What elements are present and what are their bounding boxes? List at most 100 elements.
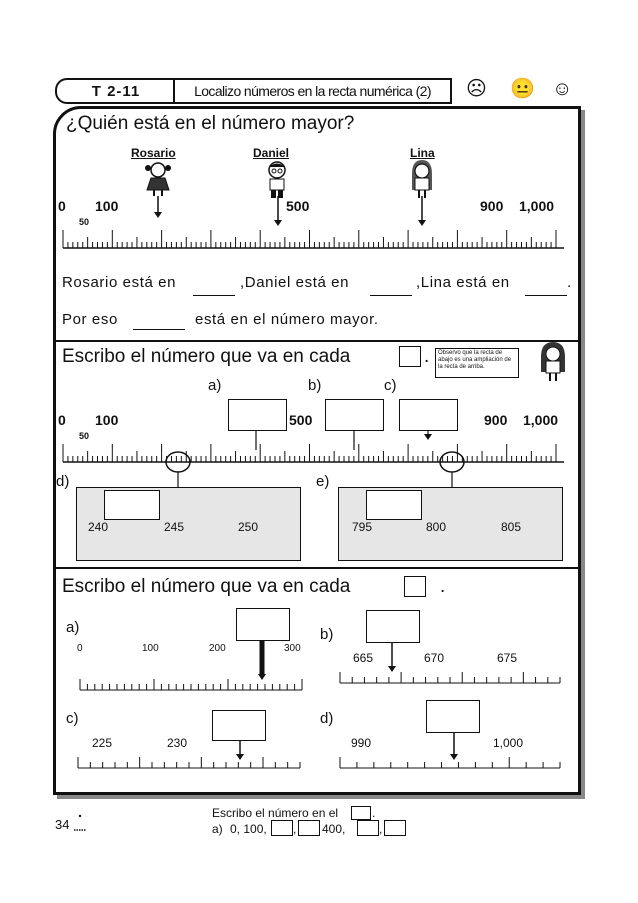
section-divider [53,567,578,569]
line-a-label-0: 0 [77,643,83,654]
arrow-head [418,220,426,226]
line-a-label-100: 100 [142,643,159,654]
label-500: 500 [286,198,310,214]
part-c: c) [384,377,397,394]
answer-box-3d[interactable] [426,700,480,733]
label-500: 500 [289,412,313,428]
zoom-e-label-795: 795 [352,520,373,534]
arrow-head [236,754,244,760]
line-b-label-675: 675 [497,651,518,665]
zoom-e-label-805: 805 [501,520,522,534]
part-a: a) [66,619,80,636]
section3-dot: . [440,576,446,597]
part-e: e) [316,473,330,490]
line-d-label-990: 990 [351,736,372,750]
page-number: 34 [55,817,70,832]
label-50: 50 [79,217,90,227]
label-100: 100 [95,412,119,428]
answer-blank-lina[interactable] [525,279,567,296]
arrow-head [450,754,458,760]
neutral-face-icon[interactable]: 😐 [510,78,535,100]
part-a: a) [208,377,222,394]
name-daniel: Daniel [253,146,290,160]
section2-dot: . [424,346,430,367]
footer-answer-box[interactable] [384,820,406,836]
sample-box [399,346,421,367]
sentence-mayor: está en el número mayor. [195,311,379,328]
name-lina: Lina [410,146,435,160]
arrow-head [258,674,266,680]
footer-comma: , [379,822,383,836]
footer-instruction: Escribo el número en el [212,806,339,820]
label-1000: 1,000 [523,412,559,428]
line-a-label-300: 300 [284,643,301,654]
answer-box-a[interactable] [228,399,287,431]
zoom-d-label-240: 240 [88,520,109,534]
sad-face-icon[interactable]: ☹ [466,78,487,100]
boy-daniel-icon [268,161,286,198]
label-0: 0 [58,198,66,214]
answer-box-c[interactable] [399,399,458,431]
line-b-label-665: 665 [353,651,374,665]
girl-note-icon [541,342,565,381]
part-d: d) [56,473,70,490]
zoom-e-label-800: 800 [426,520,447,534]
name-rosario: Rosario [131,146,176,160]
footer-comma: , [293,822,297,836]
sentence-por-eso: Por eso [62,311,118,328]
arrow-head [388,666,396,672]
part-d: d) [320,710,334,727]
line-c-label-230: 230 [167,736,188,750]
answer-box-d[interactable] [104,490,160,520]
footer-item-a-label: a) [212,822,223,836]
line-b-label-670: 670 [424,651,445,665]
line-d-label-1000: 1,000 [493,736,524,750]
zoom-d-label-245: 245 [164,520,185,534]
section3-title: Escribo el número que va en cada [62,576,351,597]
label-100: 100 [95,198,119,214]
label-900: 900 [480,198,504,214]
answer-blank-mayor[interactable] [133,313,185,330]
girl-lina-icon [412,160,432,198]
footer-answer-box[interactable] [357,820,379,836]
answer-blank-rosario[interactable] [193,279,235,296]
label-900: 900 [484,412,508,428]
footer-item-a-mid: 400, [322,822,346,836]
label-1000: 1,000 [519,198,555,214]
footer-sample-box [351,806,371,820]
answer-box-3a[interactable] [236,608,290,641]
lesson-code: T 2-11 [55,78,175,104]
answer-blank-daniel[interactable] [370,279,412,296]
girl-rosario-icon [145,162,171,196]
line-c-label-225: 225 [92,736,113,750]
question-title: ¿Quién está en el número mayor? [66,113,355,134]
lesson-title: Localizo números en la recta numérica (2… [173,78,452,104]
part-c: c) [66,710,79,727]
part-b: b) [320,626,334,643]
sentence-lina: ,Lina está en [416,274,510,291]
pencil-decoration-icon [74,814,86,831]
footer-answer-box[interactable] [298,820,320,836]
zoom-d-label-250: 250 [238,520,259,534]
section-divider [53,340,578,342]
sentence-rosario: Rosario está en [62,274,177,291]
footer-item-a-start: 0, 100, [230,822,267,836]
answer-box-e[interactable] [366,490,422,520]
worksheet-frame [53,106,581,795]
part-b: b) [308,377,322,394]
note-box: Observo que la recta de abajo es una amp… [435,348,519,378]
arrow-head [424,434,432,440]
arrow-head [154,212,162,218]
answer-box-3b[interactable] [366,610,420,643]
footer-instruction-end: . [372,806,376,820]
footer-answer-box[interactable] [271,820,293,836]
answer-box-3c[interactable] [212,710,266,741]
answer-box-b[interactable] [325,399,384,431]
section2-title: Escribo el número que va en cada [62,346,351,367]
label-0: 0 [58,412,66,428]
happy-face-icon[interactable]: ☺ [552,78,573,100]
line-a-label-200: 200 [209,643,226,654]
sentence-daniel: ,Daniel está en [240,274,350,291]
sentence-end: . [567,274,572,291]
